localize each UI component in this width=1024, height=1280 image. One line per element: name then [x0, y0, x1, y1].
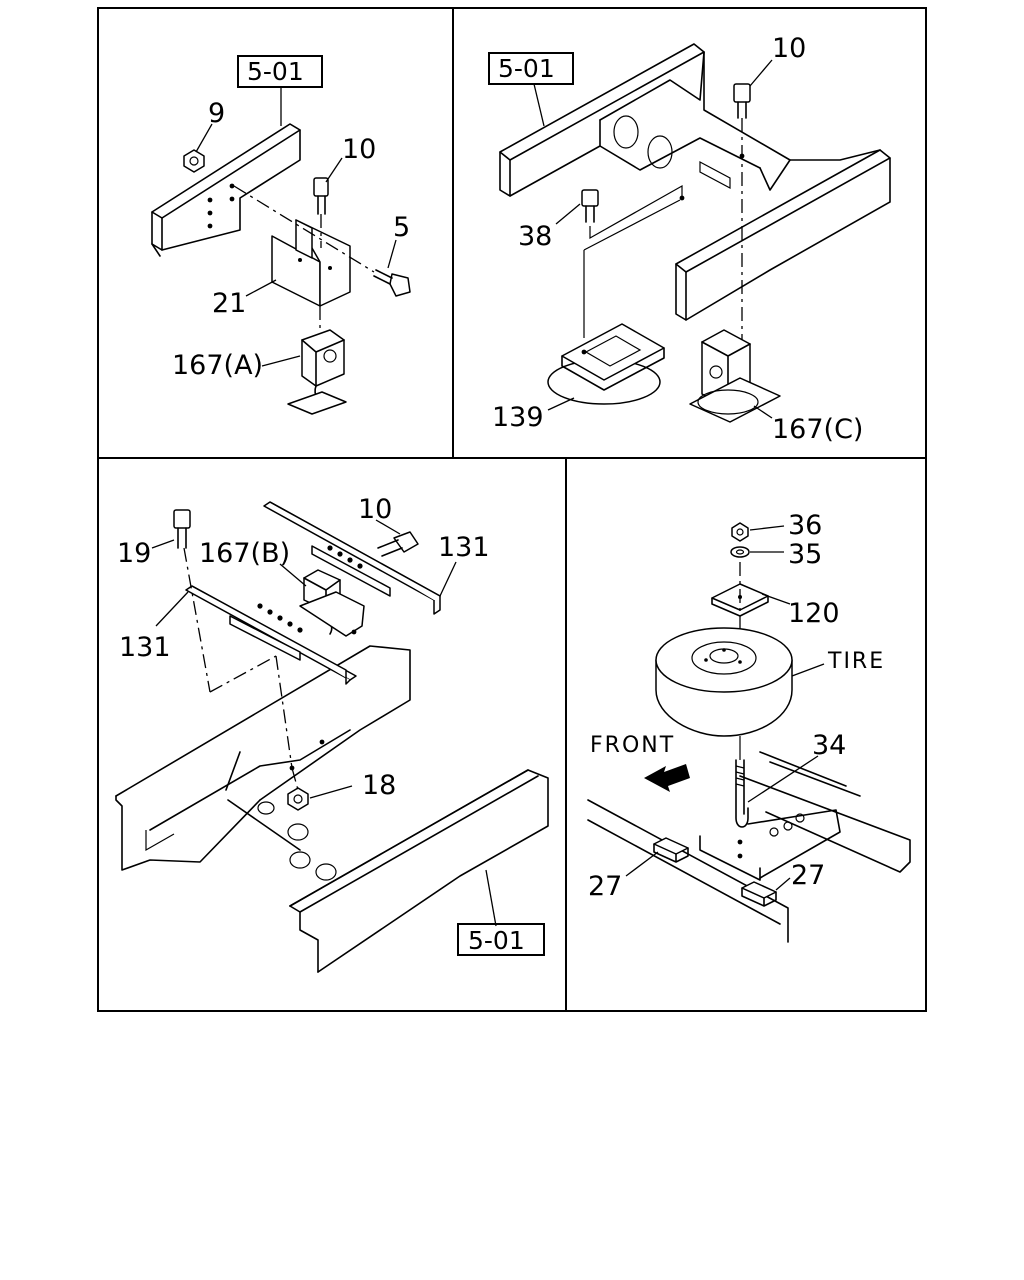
dash-lines-bottom-left: [209, 655, 299, 791]
panel-top-right: 5-01 10 38 139 167(C): [488, 33, 891, 445]
chassis-frame-bottom-right: [587, 751, 911, 943]
label-10-top-right: 10: [772, 33, 806, 64]
label-front: FRONT: [590, 733, 675, 758]
label-18: 18: [362, 770, 396, 801]
chassis-frame-bottom-left: [115, 645, 549, 973]
label-5: 5: [393, 212, 410, 243]
label-34: 34: [812, 730, 846, 761]
sensor-167c: [689, 329, 781, 423]
washer-35: [730, 546, 750, 558]
nut-18: [287, 787, 309, 811]
label-167a: 167(A): [172, 350, 263, 381]
label-167b: 167(B): [199, 538, 290, 569]
ref-box-top-right: [488, 52, 574, 85]
label-139: 139: [492, 402, 544, 433]
sensor-167b: [299, 569, 365, 637]
label-9: 9: [208, 98, 225, 129]
bolt-19: [173, 509, 211, 693]
panel-bottom-left: 5-01 19 167(B) 10 131 131 18: [115, 494, 549, 973]
leaders-top-right: [533, 59, 773, 419]
spare-tire: [655, 627, 793, 737]
label-167c: 167(C): [772, 414, 863, 445]
front-arrow: [644, 764, 690, 792]
pad-27-left: [653, 837, 689, 863]
leaders-bottom-right: [625, 525, 825, 891]
bolt-10-bottom-left: [377, 531, 419, 557]
panel-bottom-right: 36 35 120 TIRE FRONT 34 27 27: [587, 510, 911, 943]
label-27-left: 27: [588, 871, 622, 902]
nut-36: [731, 522, 749, 542]
label-tire: TIRE: [827, 649, 885, 674]
label-19: 19: [117, 538, 151, 569]
panel-frames: [97, 7, 927, 1012]
pad-27-right: [741, 881, 777, 907]
hook-bolt-34: [735, 736, 749, 828]
label-131-rear: 131: [438, 532, 490, 563]
ref-label-top-left: 5-01: [247, 57, 304, 86]
leaders-top-left: [195, 86, 397, 367]
bracket-21: [271, 219, 351, 307]
sensor-167a: [287, 306, 347, 415]
ref-label-top-right: 5-01: [498, 54, 555, 83]
label-10-bottom-left: 10: [358, 494, 392, 525]
bolt-5: [233, 185, 411, 297]
bolt-10-top-right: [733, 83, 751, 340]
label-120: 120: [788, 598, 840, 629]
bracket-131-front: [185, 585, 357, 685]
ref-label-bottom-left: 5-01: [468, 926, 525, 955]
leaders-bottom-left: [151, 519, 497, 927]
label-36: 36: [788, 510, 822, 541]
ref-box-top-left: [237, 55, 323, 88]
label-27-right: 27: [791, 860, 825, 891]
spare-carrier-139: [547, 199, 681, 405]
bracket-131-rear: [263, 501, 441, 615]
label-21: 21: [212, 288, 246, 319]
label-38: 38: [518, 221, 552, 252]
bolt-10-top-left: [313, 177, 329, 248]
bolt-38: [581, 184, 683, 240]
label-10-top-left: 10: [342, 134, 376, 165]
panel-top-left: 5-01 9 10 5 21 167(A): [151, 55, 411, 415]
frame-rail-drawing: [151, 123, 301, 257]
ref-box-bottom-left: [457, 923, 545, 956]
label-131-front: 131: [119, 632, 171, 663]
nut-9: [183, 149, 205, 173]
chassis-frame-top-right: [499, 43, 891, 321]
label-35: 35: [788, 539, 822, 570]
